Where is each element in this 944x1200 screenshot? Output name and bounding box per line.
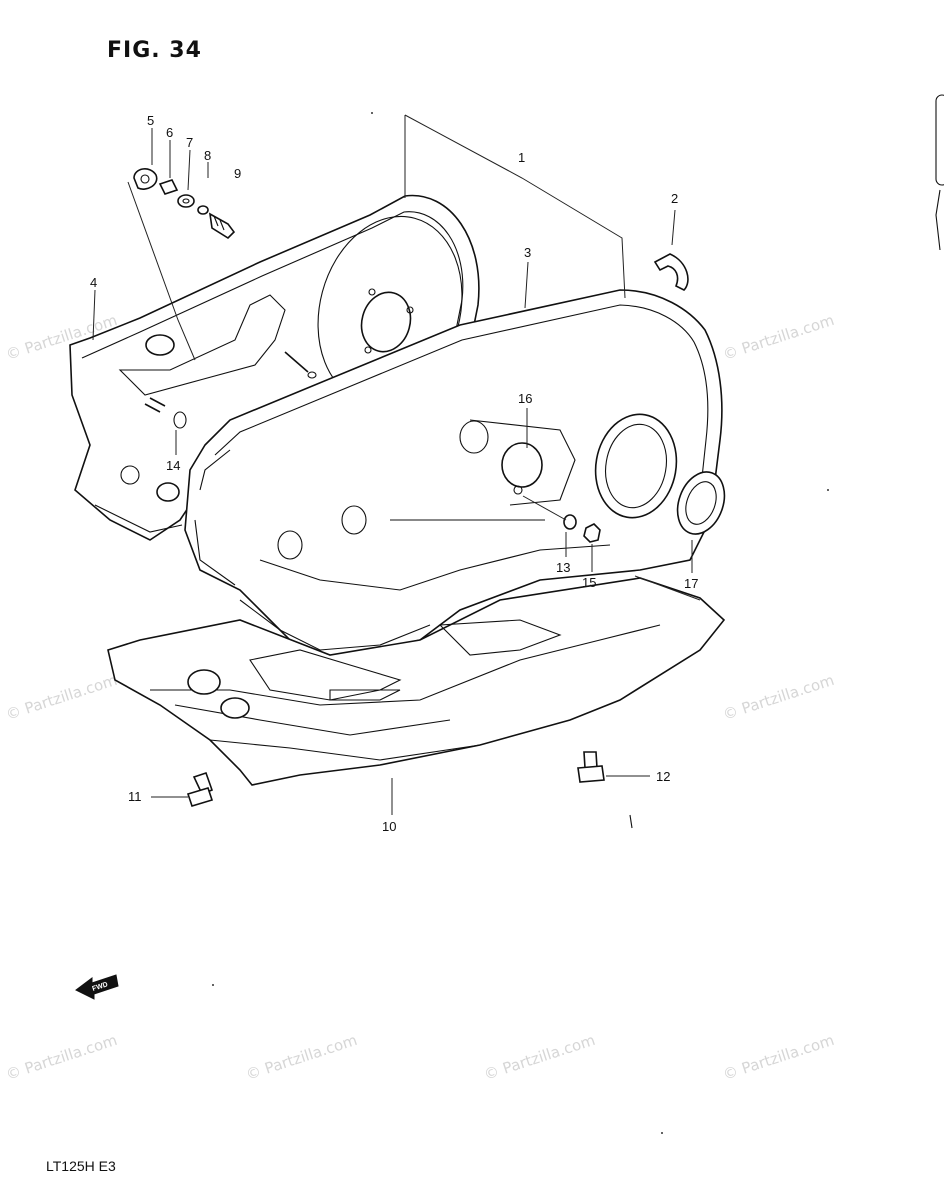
model-code: LT125H E3 (46, 1158, 116, 1174)
skid-plate (107, 577, 726, 786)
callout-1: 1 (518, 150, 525, 165)
callout-5: 5 (147, 113, 154, 128)
callout-numbers: 1 2 3 4 5 6 7 8 9 10 11 12 13 14 15 16 1… (90, 113, 698, 834)
watermark: © Partzilla.com (4, 1031, 120, 1084)
scan-specks (212, 112, 829, 1134)
leader-lines (92, 114, 701, 815)
hardware-parts (133, 168, 726, 807)
watermark: © Partzilla.com (721, 671, 837, 724)
fwd-label: FWD (91, 981, 108, 993)
callout-13: 13 (556, 560, 570, 575)
watermark: © Partzilla.com (4, 671, 120, 724)
callout-11: 11 (128, 789, 142, 804)
callout-2: 2 (671, 191, 678, 206)
callout-3: 3 (524, 245, 531, 260)
callout-10: 10 (382, 819, 396, 834)
scan-edge-artifact (935, 94, 944, 251)
callout-8: 8 (204, 148, 211, 163)
callout-7: 7 (186, 135, 193, 150)
callout-17: 17 (684, 576, 698, 591)
callout-15: 15 (582, 575, 596, 590)
callout-12: 12 (656, 769, 670, 784)
callout-16: 16 (518, 391, 532, 406)
figure-title: FIG. 34 (107, 38, 202, 63)
watermark: © Partzilla.com (482, 1031, 598, 1084)
callout-6: 6 (166, 125, 173, 140)
forward-direction-arrow: FWD (75, 974, 119, 1000)
callout-9: 9 (234, 166, 241, 181)
watermark: © Partzilla.com (721, 311, 837, 364)
watermark: © Partzilla.com (721, 1031, 837, 1084)
callout-4: 4 (90, 275, 97, 290)
callout-14: 14 (166, 458, 180, 473)
watermark: © Partzilla.com (244, 1031, 360, 1084)
inner-chain-case (69, 194, 480, 541)
